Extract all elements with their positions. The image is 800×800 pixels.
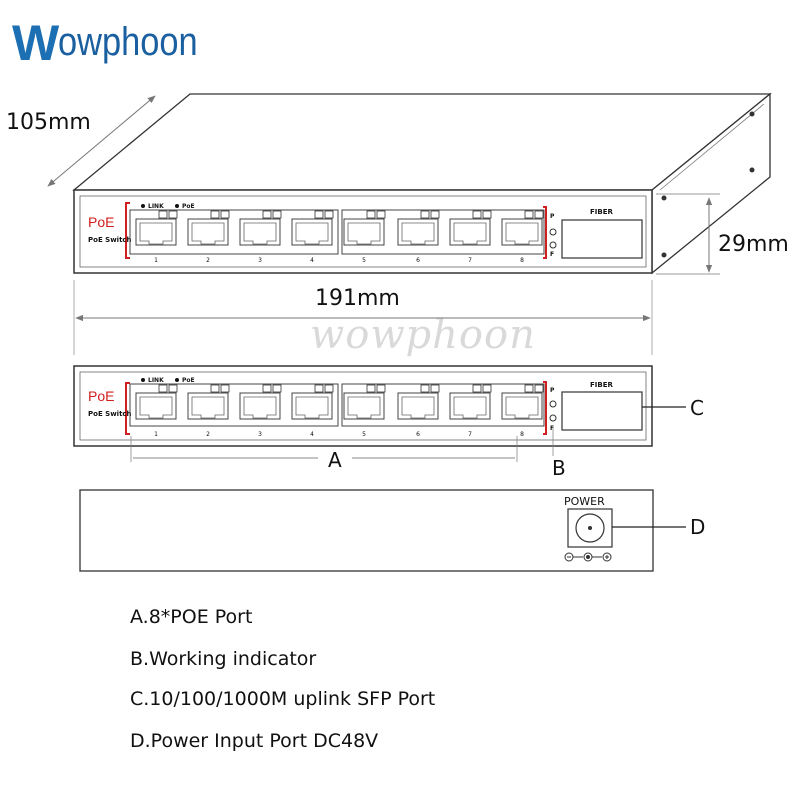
front-panel-iso: PoE PoE Switch LINK PoE P F FIBER	[88, 202, 643, 259]
rj45-port	[343, 384, 386, 420]
callout-b: B	[552, 456, 566, 480]
svg-text:PoE: PoE	[182, 377, 195, 384]
front-port-number: 5	[362, 431, 366, 438]
dimension-height: 29mm	[718, 232, 789, 257]
legend-item-b: B.Working indicator	[130, 648, 317, 670]
poe-text: PoE	[88, 214, 114, 230]
dimension-width: 191mm	[315, 286, 400, 311]
svg-text:FIBER: FIBER	[590, 381, 614, 389]
logo-wordmark: owphoon	[58, 20, 198, 64]
svg-text:FIBER: FIBER	[590, 208, 614, 216]
rj45-port	[291, 384, 334, 420]
legend-item-c: C.10/100/1000M uplink SFP Port	[130, 688, 436, 710]
front-port-number: 1	[154, 431, 158, 438]
svg-text:LINK: LINK	[148, 203, 164, 210]
legend-item-a: A.8*POE Port	[130, 606, 253, 628]
rj45-port	[135, 210, 178, 246]
rj45-port	[135, 384, 178, 420]
svg-text:PoE Switch: PoE Switch	[88, 410, 132, 418]
svg-text:P: P	[550, 387, 555, 394]
svg-text:F: F	[550, 425, 554, 432]
rj45-port	[291, 210, 334, 246]
callout-a: A	[328, 448, 342, 472]
iso-port-number: 2	[206, 257, 210, 264]
front-port-number: 2	[206, 431, 210, 438]
front-port-number: 4	[310, 431, 314, 438]
svg-text:P: P	[550, 213, 555, 220]
callout-c: C	[690, 396, 704, 420]
front-port-number: 8	[520, 431, 524, 438]
iso-port-number: 5	[362, 257, 366, 264]
rj45-port	[397, 210, 440, 246]
isometric-view	[72, 92, 772, 275]
callout-d: D	[690, 515, 706, 539]
rj45-port	[187, 384, 230, 420]
rj45-port	[187, 210, 230, 246]
rj45-port	[501, 210, 544, 246]
rj45-port	[449, 384, 492, 420]
iso-port-number: 7	[468, 257, 472, 264]
rj45-port	[239, 384, 282, 420]
rj45-port	[501, 384, 544, 420]
iso-port-number: 8	[520, 257, 524, 264]
rj45-port	[239, 210, 282, 246]
rj45-port	[397, 384, 440, 420]
rj45-port	[449, 210, 492, 246]
svg-text:LINK: LINK	[148, 377, 164, 384]
power-label: POWER	[564, 495, 605, 508]
legend-item-d: D.Power Input Port DC48V	[130, 730, 379, 752]
iso-port-number: 4	[310, 257, 314, 264]
iso-port-number: 1	[154, 257, 158, 264]
poe-switch-text: PoE Switch	[88, 236, 132, 244]
front-port-number: 3	[258, 431, 262, 438]
iso-port-number: 6	[416, 257, 420, 264]
rear-view: POWER	[79, 489, 654, 572]
front-port-number: 6	[416, 431, 420, 438]
svg-text:PoE: PoE	[182, 203, 195, 210]
svg-text:F: F	[550, 251, 554, 258]
dimension-depth: 105mm	[6, 110, 91, 135]
front-port-number: 7	[468, 431, 472, 438]
iso-port-number: 3	[258, 257, 262, 264]
svg-text:PoE: PoE	[88, 388, 114, 404]
logo-mark: W	[12, 15, 59, 71]
rj45-port	[343, 210, 386, 246]
